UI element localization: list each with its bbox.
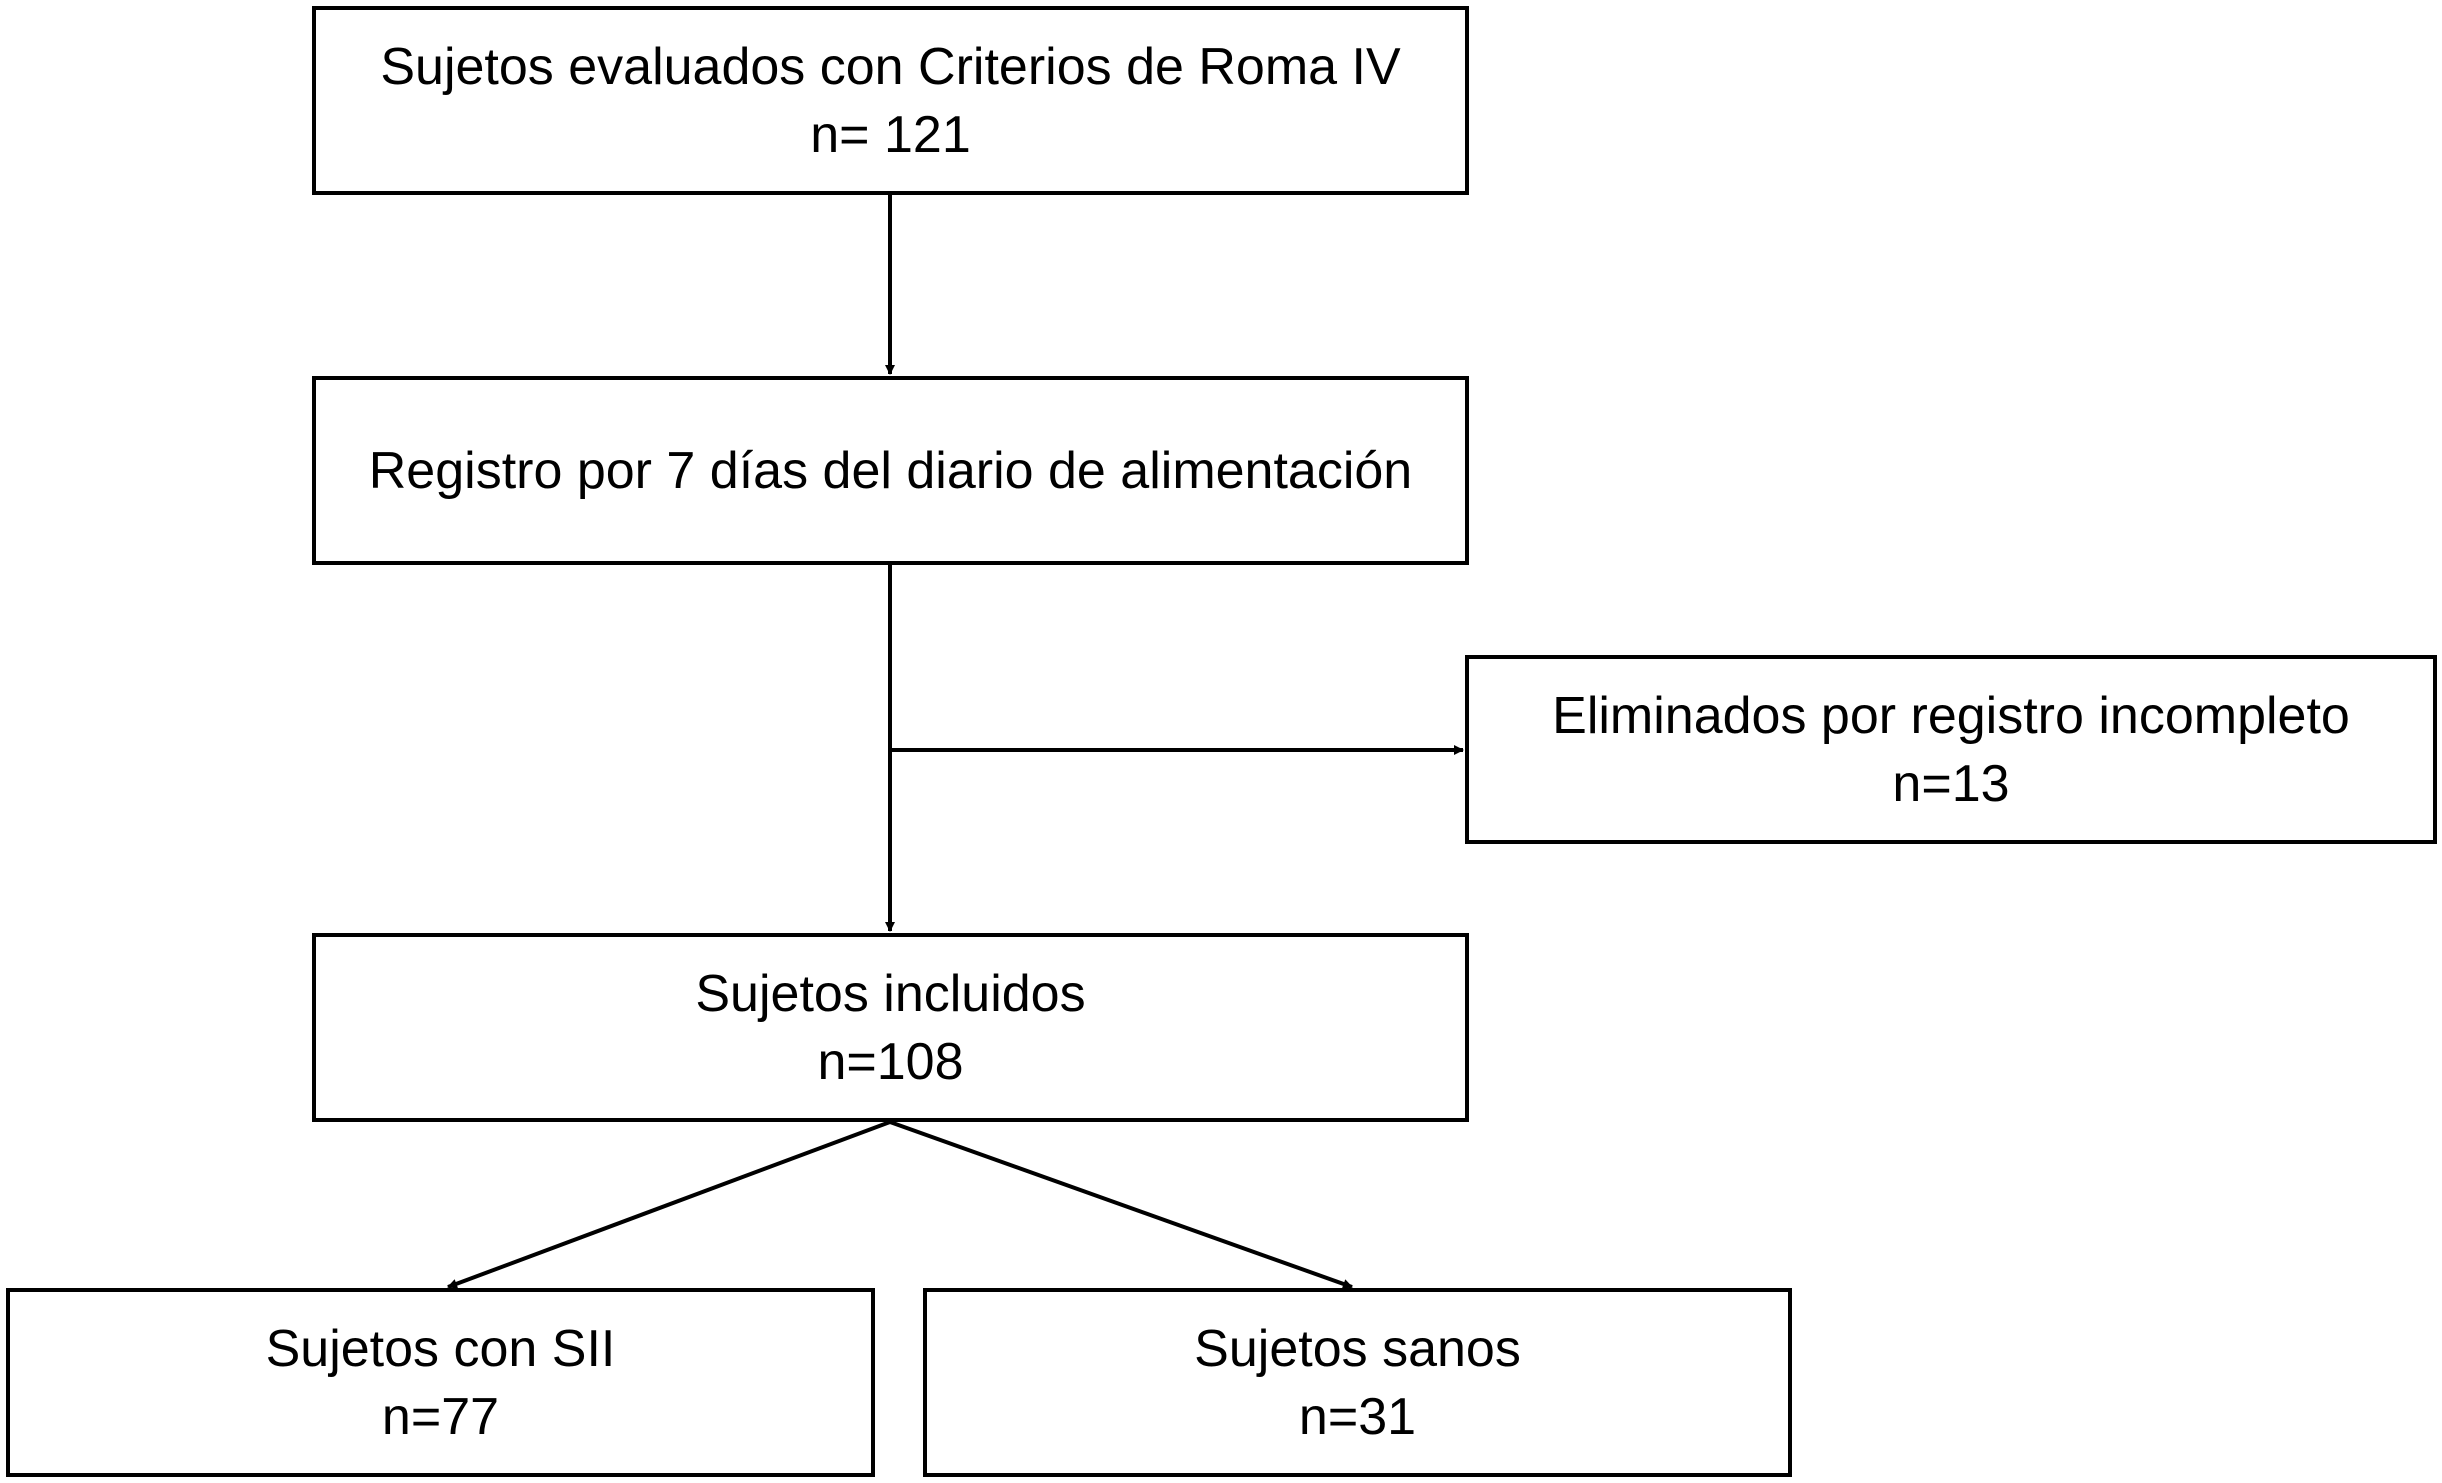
node-healthy-count: n=31 (1298, 1387, 1417, 1446)
node-registry-label: Registro por 7 días del diario de alimen… (368, 441, 1413, 500)
node-sii-label: Sujetos con SII (265, 1319, 616, 1378)
node-sii-count: n=77 (381, 1387, 500, 1446)
node-food-diary-registry: Registro por 7 días del diario de alimen… (312, 376, 1469, 565)
node-evaluated-count: n= 121 (810, 105, 971, 164)
edge-included-to-healthy (889, 1120, 1353, 1289)
node-evaluated-subjects: Sujetos evaluados con Criterios de Roma … (312, 6, 1469, 195)
node-evaluated-label: Sujetos evaluados con Criterios de Roma … (380, 37, 1401, 96)
node-healthy-subjects: Sujetos sanos n=31 (923, 1288, 1792, 1477)
node-included-label: Sujetos incluidos (695, 964, 1086, 1023)
node-sii-subjects: Sujetos con SII n=77 (6, 1288, 875, 1477)
node-included-count: n=108 (817, 1032, 964, 1091)
node-healthy-label: Sujetos sanos (1194, 1319, 1521, 1378)
node-excluded-subjects: Eliminados por registro incompleto n=13 (1465, 655, 2437, 844)
node-excluded-count: n=13 (1892, 754, 2010, 813)
node-included-subjects: Sujetos incluidos n=108 (312, 933, 1469, 1122)
node-excluded-label: Eliminados por registro incompleto (1552, 686, 2350, 745)
edge-included-to-sii (447, 1120, 891, 1289)
